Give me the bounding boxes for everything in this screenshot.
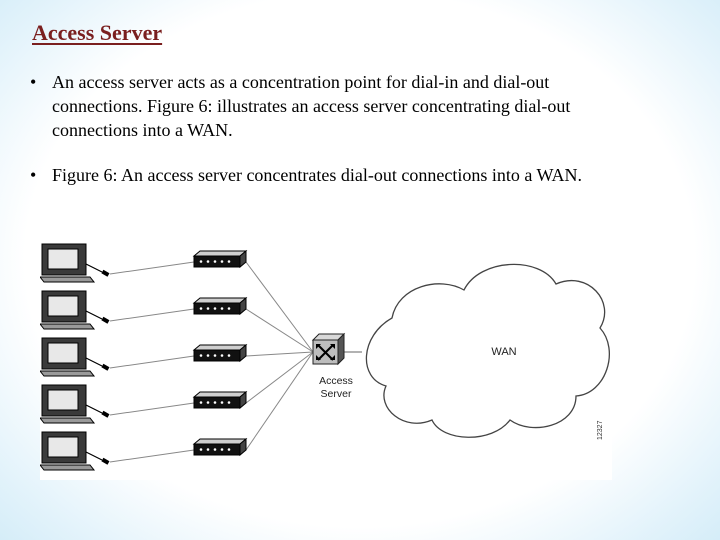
modem-server-link <box>245 351 314 404</box>
pc-modem-link <box>109 261 195 275</box>
modem-server-link <box>245 351 314 451</box>
workstation-icon <box>40 243 110 283</box>
access-server-icon <box>311 332 346 366</box>
access-server-label-line2: Server <box>321 388 352 400</box>
figure-id-label: 12327 <box>597 420 604 440</box>
bullet-item: • Figure 6: An access server concentrate… <box>30 156 630 194</box>
workstation-icon <box>40 290 110 330</box>
wan-label: WAN <box>491 346 516 358</box>
modem-icon <box>192 390 248 410</box>
pc-modem-link <box>109 355 195 369</box>
workstation-icon <box>40 384 110 424</box>
network-diagram: WAN Access Server 12327 <box>40 240 612 480</box>
bullet-item: • An access server acts as a concentrati… <box>30 70 630 142</box>
pc-modem-link <box>109 402 195 416</box>
bullet-marker: • <box>30 72 37 92</box>
modem-icon <box>192 437 248 457</box>
pc-modem-link <box>109 449 195 463</box>
access-server-label-line1: Access <box>319 375 353 387</box>
modem-server-link <box>245 351 314 357</box>
modem-icon <box>192 249 248 269</box>
bullet-text: Figure 6: An access server concentrates … <box>52 165 583 185</box>
pc-modem-link <box>109 308 195 322</box>
modem-server-link <box>245 308 314 353</box>
bullet-marker: • <box>30 165 37 185</box>
bullet-list: • An access server acts as a concentrati… <box>30 70 630 194</box>
modem-icon <box>192 296 248 316</box>
bullet-text: An access server acts as a concentration… <box>52 72 571 140</box>
workstation-icon <box>40 337 110 377</box>
workstation-icon <box>40 431 110 471</box>
modem-icon <box>192 343 248 363</box>
modem-server-link <box>245 261 314 353</box>
wan-cloud <box>365 263 610 438</box>
slide-title: Access Server <box>32 20 163 45</box>
network-diagram-svg: WAN Access Server 12327 <box>40 243 610 471</box>
